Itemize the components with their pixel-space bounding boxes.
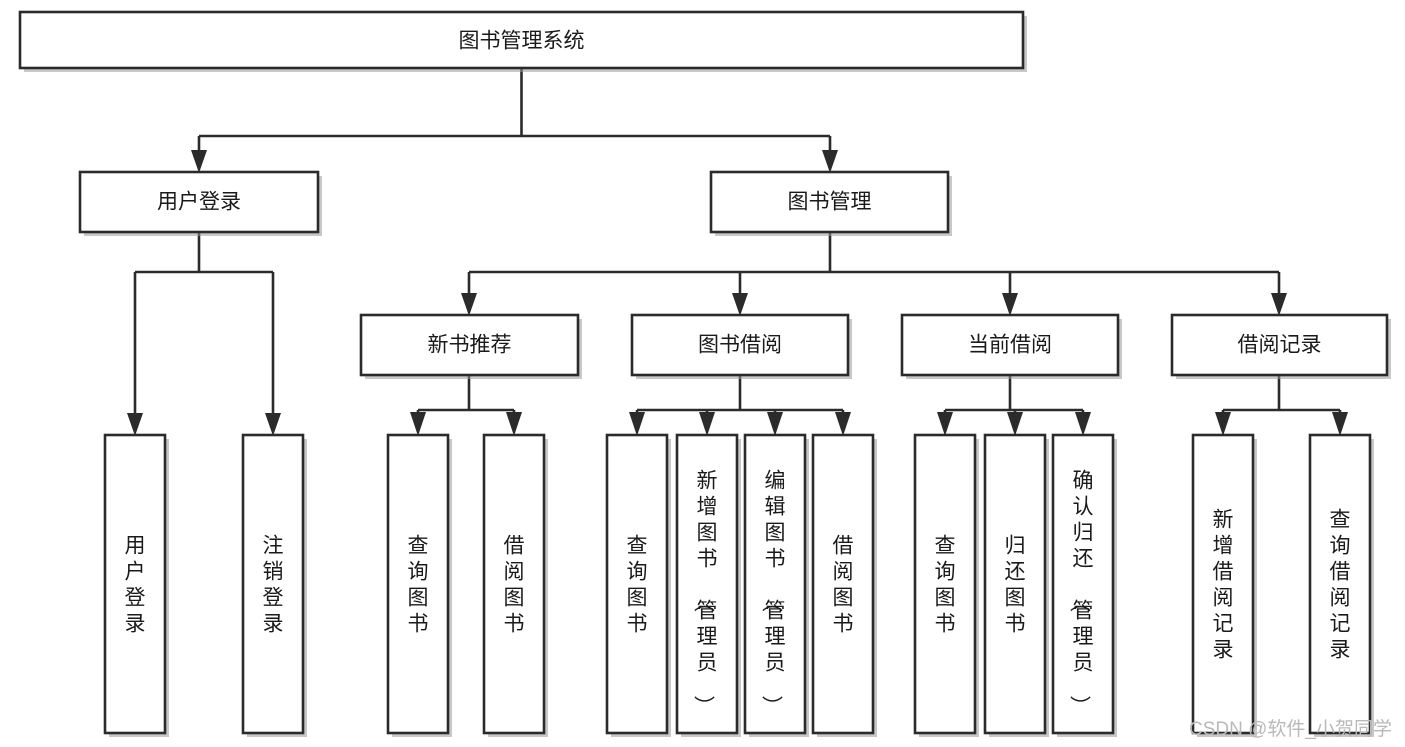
csdn-watermark: CSDN @软件_小贺同学	[1189, 718, 1392, 740]
node-leaf-query-book-recommend-box[interactable]	[386, 433, 450, 735]
node-leaf-confirm-return-admin[interactable]: 确认归还（管理员）	[1051, 433, 1117, 737]
node-leaf-query-book-recommend[interactable]: 查询图书	[386, 433, 452, 737]
node-book-management-label: 图书管理	[788, 191, 872, 214]
arrow-head-to-leaf-return-book	[1007, 412, 1023, 436]
node-leaf-return-book-label: 归还图书	[1005, 534, 1026, 635]
node-book-borrow[interactable]: 图书借阅	[630, 313, 852, 379]
arrow-head-to-leaf-logout-login	[265, 413, 281, 436]
node-leaf-return-book-box[interactable]	[983, 433, 1047, 735]
node-leaf-logout-login-label: 注销登录	[263, 534, 284, 635]
arrow-head-to-leaf-query-book-recommend	[410, 412, 426, 436]
arrow-head-to-book-borrow	[732, 293, 748, 316]
node-leaf-edit-book-admin[interactable]: 编辑图书（管理员）	[743, 433, 809, 737]
arrow-head-to-leaf-add-borrow-record	[1215, 412, 1231, 436]
node-book-borrow-box[interactable]	[630, 313, 850, 377]
node-leaf-query-book-recommend-label: 查询图书	[408, 534, 429, 635]
node-book-management[interactable]: 图书管理	[709, 170, 952, 236]
arrow-head-to-leaf-edit-book-admin	[767, 412, 783, 436]
node-leaf-query-book-borrow-label: 查询图书	[627, 534, 648, 635]
arrow-head-to-leaf-add-book-admin	[699, 412, 715, 436]
node-borrow-record-label: 借阅记录	[1238, 334, 1322, 357]
node-leaf-query-book-current-box[interactable]	[913, 433, 977, 735]
node-leaf-borrow-book[interactable]: 借阅图书	[811, 433, 877, 737]
node-leaf-return-book[interactable]: 归还图书	[983, 433, 1049, 737]
connector-layer	[127, 68, 1348, 436]
connector-root-to-level2-bus	[197, 68, 832, 160]
node-user-login-label: 用户登录	[157, 191, 241, 214]
node-leaf-logout-login-box[interactable]	[241, 433, 305, 735]
node-leaf-borrow-book-recommend[interactable]: 借阅图书	[482, 433, 548, 737]
node-leaf-add-book-admin-box[interactable]	[675, 433, 739, 735]
node-current-borrow-box[interactable]	[900, 313, 1120, 377]
arrow-head-to-leaf-confirm-return-admin	[1075, 412, 1091, 436]
node-user-login-box[interactable]	[78, 170, 320, 234]
node-leaf-query-book-current[interactable]: 查询图书	[913, 433, 979, 737]
node-leaf-add-borrow-record-box[interactable]	[1191, 433, 1255, 735]
node-root-box[interactable]	[18, 10, 1025, 70]
arrow-head-to-leaf-query-book-borrow	[629, 412, 645, 436]
node-borrow-record[interactable]: 借阅记录	[1170, 313, 1391, 379]
arrow-head-to-leaf-query-book-current	[937, 412, 953, 436]
node-leaf-query-book-current-label: 查询图书	[935, 534, 956, 635]
node-leaf-edit-book-admin-box[interactable]	[743, 433, 807, 735]
arrow-head-to-leaf-query-borrow-record	[1332, 412, 1348, 436]
node-leaf-borrow-book-label: 借阅图书	[833, 534, 854, 635]
arrow-head-to-leaf-borrow-book	[835, 412, 851, 436]
node-leaf-add-book-admin[interactable]: 新增图书（管理员）	[675, 433, 741, 737]
arrow-head-to-book-management	[822, 150, 838, 173]
node-leaf-add-borrow-record[interactable]: 新增借阅记录	[1191, 433, 1257, 737]
node-leaf-user-login-label: 用户登录	[125, 534, 146, 635]
connector-borrowrecord-to-leaves-bus	[1221, 375, 1342, 422]
arrow-head-to-leaf-user-login	[127, 413, 143, 436]
node-book-management-box[interactable]	[709, 170, 950, 234]
node-leaf-add-book-admin-label: 新增图书（管理员）	[692, 469, 718, 716]
node-leaf-confirm-return-admin-box[interactable]	[1051, 433, 1115, 735]
node-leaf-logout-login[interactable]: 注销登录	[241, 433, 307, 737]
node-leaf-query-book-borrow[interactable]: 查询图书	[605, 433, 671, 737]
node-leaf-edit-book-admin-label: 编辑图书（管理员）	[760, 469, 786, 716]
arrow-head-to-user-login	[191, 150, 207, 173]
node-current-borrow[interactable]: 当前借阅	[900, 313, 1122, 379]
connector-bookmgmt-to-level3-bus	[467, 232, 1281, 302]
node-user-login[interactable]: 用户登录	[78, 170, 322, 236]
node-leaf-user-login-box[interactable]	[103, 433, 167, 735]
node-leaf-borrow-book-box[interactable]	[811, 433, 875, 735]
arrow-head-to-leaf-borrow-book-recommend	[506, 412, 522, 436]
node-leaf-query-borrow-record-box[interactable]	[1308, 433, 1372, 735]
node-borrow-record-box[interactable]	[1170, 313, 1389, 377]
node-new-book-recommend[interactable]: 新书推荐	[359, 313, 582, 379]
node-book-borrow-label: 图书借阅	[698, 334, 782, 357]
arrow-head-to-borrow-record	[1271, 293, 1287, 316]
node-leaf-borrow-book-recommend-box[interactable]	[482, 433, 546, 735]
node-new-book-recommend-box[interactable]	[359, 313, 580, 377]
node-leaf-query-borrow-record[interactable]: 查询借阅记录	[1308, 433, 1374, 737]
connector-bookborrow-to-leaves-bus	[635, 375, 845, 422]
arrow-head-to-current-borrow	[1002, 293, 1018, 316]
connector-recommend-to-leaves-bus	[416, 375, 516, 422]
leaf-node-layer: 用户登录 注销登录 查询图书 借阅图书 查询图书	[103, 433, 1374, 737]
node-new-book-recommend-label: 新书推荐	[428, 334, 512, 357]
arrow-head-to-new-book-recommend	[461, 293, 477, 316]
node-leaf-add-borrow-record-label: 新增借阅记录	[1213, 508, 1234, 661]
node-leaf-query-borrow-record-label: 查询借阅记录	[1330, 508, 1351, 661]
node-leaf-query-book-borrow-box[interactable]	[605, 433, 669, 735]
node-leaf-borrow-book-recommend-label: 借阅图书	[504, 534, 525, 635]
node-leaf-user-login[interactable]: 用户登录	[103, 433, 169, 737]
connector-userlogin-to-leaves-bus	[133, 232, 275, 422]
node-leaf-confirm-return-admin-label: 确认归还（管理员）	[1068, 469, 1094, 716]
node-current-borrow-label: 当前借阅	[968, 334, 1052, 357]
node-root[interactable]: 图书管理系统	[18, 10, 1027, 72]
node-root-label: 图书管理系统	[459, 30, 585, 53]
